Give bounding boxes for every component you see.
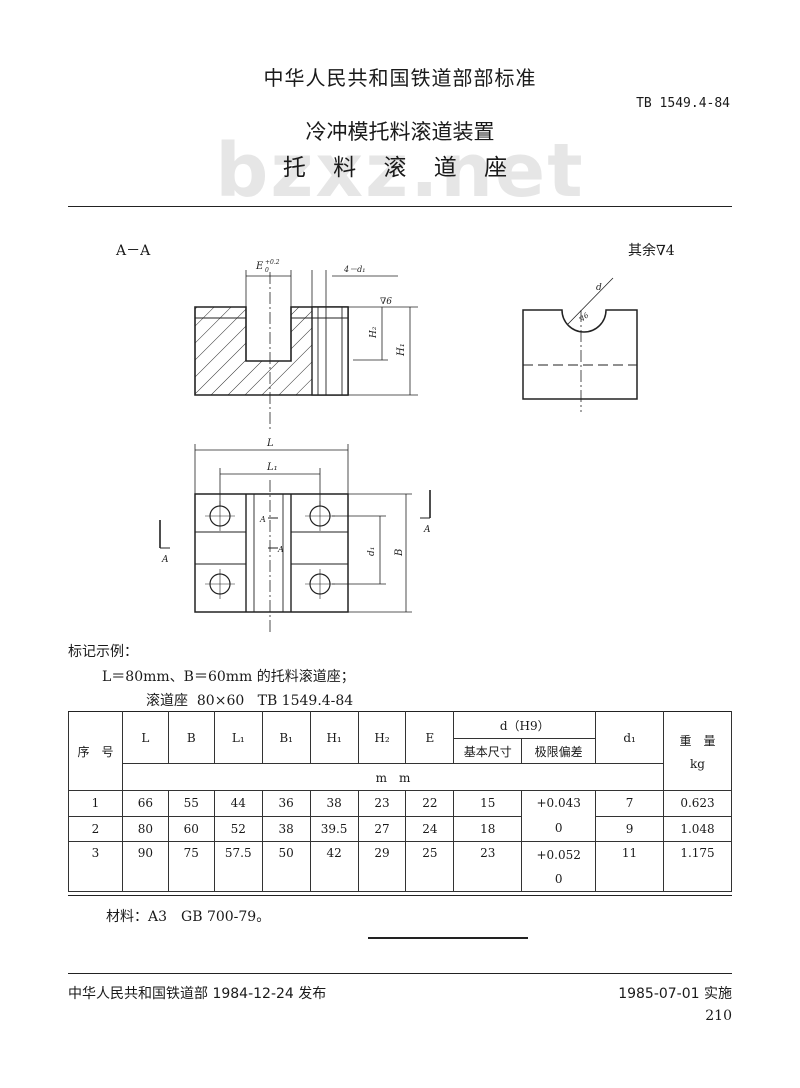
cell-H2: 27 <box>357 815 407 842</box>
table-bottom-rule <box>68 895 732 896</box>
section-view <box>194 270 418 432</box>
dim-l: L <box>266 438 274 449</box>
cell-tolerance-group-1: +0.043 0 <box>521 790 597 842</box>
technical-drawing: E +0.2 0 4－d₁ ∇6 H₂ H₁ d ∇6 L L₁ d₁ B A … <box>159 259 638 632</box>
col-header-B: B <box>167 711 215 764</box>
plan-view <box>159 444 431 632</box>
tolerance-lower: 0 <box>554 821 563 835</box>
col-header-d1: d₁ <box>595 711 664 764</box>
cell-d1: 7 <box>595 790 664 817</box>
cell-weight: 0.623 <box>663 790 732 817</box>
standard-organization: 中华人民共和国铁道部部标准 <box>263 66 537 90</box>
end-rule <box>368 937 528 939</box>
document-title: 冷冲模托料滚道装置 <box>305 120 495 144</box>
tolerance-upper: +0.052 <box>536 847 581 862</box>
unit-row: m m <box>121 763 665 791</box>
example-label: 标记示例： <box>68 644 138 660</box>
section-mark-right: A <box>423 525 431 535</box>
dim-b: B <box>394 549 405 557</box>
header-rule <box>68 206 732 207</box>
cell-B: 60 <box>167 815 215 842</box>
roughness-note: 其余∇4 <box>628 243 675 259</box>
cell-E: 24 <box>405 815 455 842</box>
cell-seq: 2 <box>68 815 123 842</box>
effective-date: 1985-07-01 实施 <box>618 986 732 1002</box>
cell-weight: 1.048 <box>663 815 732 842</box>
col-header-B1: B₁ <box>261 711 311 764</box>
dim-l1: L₁ <box>266 462 278 473</box>
cell-B1: 36 <box>261 790 311 817</box>
col-header-weight: 重 量 kg <box>663 711 732 791</box>
cell-seq: 1 <box>68 790 123 817</box>
dim-e-tol-upper: +0.2 <box>265 259 280 266</box>
cell-L1: 44 <box>213 790 263 817</box>
cell-B1: 38 <box>261 815 311 842</box>
tolerance-lower: 0 <box>554 871 563 886</box>
cell-weight: 1.175 <box>663 841 732 892</box>
cell-L: 90 <box>121 841 169 892</box>
cell-E: 22 <box>405 790 455 817</box>
cell-H2: 29 <box>357 841 407 892</box>
cell-d: 15 <box>453 790 523 817</box>
cell-E: 25 <box>405 841 455 892</box>
dim-hole-spec: 4－d₁ <box>343 265 365 274</box>
side-view <box>522 277 638 412</box>
material-note: 材料：A3 GB 700-79。 <box>106 909 271 925</box>
cell-L1: 57.5 <box>213 841 263 892</box>
standard-number: TB 1549.4-84 <box>636 96 730 111</box>
cell-d: 23 <box>453 841 523 892</box>
surface-mark: ∇6 <box>380 297 392 307</box>
example-line-2: 滚道座 80×60 TB 1549.4-84 <box>146 693 354 709</box>
cell-L: 80 <box>121 815 169 842</box>
col-header-d-tolerance: 极限偏差 <box>521 738 597 764</box>
cell-tolerance-group-2: +0.052 0 <box>521 841 597 892</box>
cell-L: 66 <box>121 790 169 817</box>
weight-label: 重 量 <box>679 733 716 748</box>
cell-seq: 3 <box>68 841 123 892</box>
dim-e-tol-lower: 0 <box>265 267 269 274</box>
section-mark-inner-bottom: A <box>277 545 284 554</box>
table-row: 1 66 55 44 36 38 23 22 15 +0.043 0 7 0.6… <box>68 790 732 842</box>
tolerance-upper: +0.043 <box>536 796 581 810</box>
dim-h1: H₁ <box>396 343 407 357</box>
cell-L1: 52 <box>213 815 263 842</box>
table-row: 3 90 75 57.5 50 42 29 25 23 +0.052 0 11 … <box>68 841 732 892</box>
col-header-L: L <box>121 711 169 764</box>
issue-date: 中华人民共和国铁道部 1984-12-24 发布 <box>68 986 327 1002</box>
arc-surface-mark: ∇6 <box>578 311 591 323</box>
dim-d1: d₁ <box>367 547 377 556</box>
page-number: 210 <box>705 1008 732 1024</box>
cell-H2: 23 <box>357 790 407 817</box>
col-header-H2: H₂ <box>357 711 407 764</box>
cell-H1: 39.5 <box>309 815 359 842</box>
seq-header: 序 号 <box>68 711 123 791</box>
watermark: bzxz.net <box>215 128 585 214</box>
table-row: 2 80 60 52 38 39.5 27 24 18 9 1.048 <box>68 815 732 842</box>
col-header-L1: L₁ <box>213 711 263 764</box>
example-line-1: L＝80mm、B＝60mm 的托料滚道座； <box>102 669 355 685</box>
section-mark-left: A <box>161 555 169 565</box>
col-header-E: E <box>405 711 455 764</box>
col-header-H1: H₁ <box>309 711 359 764</box>
cell-H1: 38 <box>309 790 359 817</box>
cell-B: 75 <box>167 841 215 892</box>
weight-unit: kg <box>690 756 705 771</box>
cell-d1: 9 <box>595 815 664 842</box>
dim-h2: H₂ <box>369 326 379 339</box>
dim-e: E <box>255 261 264 272</box>
cell-d1: 11 <box>595 841 664 892</box>
cell-H1: 42 <box>309 841 359 892</box>
cell-B: 55 <box>167 790 215 817</box>
section-mark-inner-top: A <box>259 515 266 524</box>
document-subtitle: 托 料 滚 道 座 <box>282 155 518 181</box>
col-header-d: d（H9） <box>453 711 597 739</box>
dimension-table: 序 号 L B L₁ B₁ H₁ H₂ E d（H9） d₁ 重 量 kg 基本… <box>68 711 732 892</box>
col-header-d-basic: 基本尺寸 <box>453 738 523 764</box>
section-label: A－A <box>116 243 151 259</box>
cell-B1: 50 <box>261 841 311 892</box>
dim-d: d <box>596 283 602 293</box>
cell-d: 18 <box>453 815 523 842</box>
footer-rule <box>68 973 732 974</box>
